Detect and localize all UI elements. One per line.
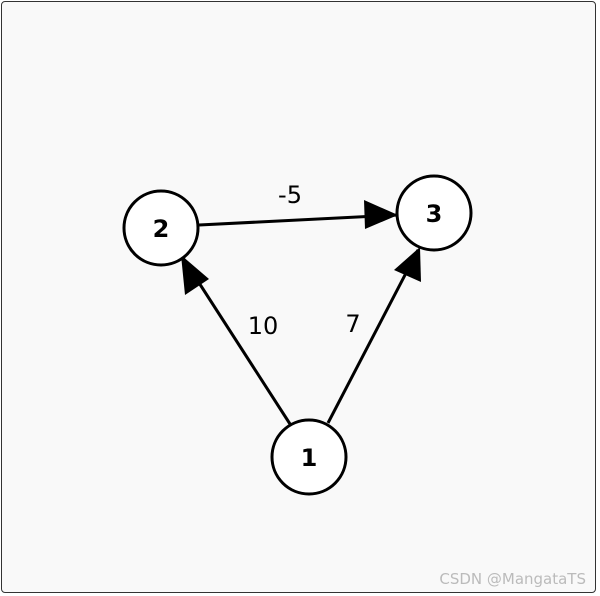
edge-2-to-3: -5 bbox=[198, 181, 399, 229]
node-1-circle bbox=[270, 418, 348, 496]
edge-1-to-2: 10 bbox=[181, 255, 292, 425]
node-3-circle bbox=[395, 174, 473, 252]
edge-2-to-3-arrowhead bbox=[364, 200, 398, 229]
node-2-circle bbox=[122, 189, 200, 267]
node-1-label: 1 bbox=[301, 444, 318, 472]
edge-1-to-2-weight: 10 bbox=[248, 312, 279, 340]
edge-1-to-3: 7 bbox=[326, 247, 421, 424]
node-3: 3 bbox=[395, 174, 473, 252]
edge-1-to-3-line bbox=[326, 249, 420, 424]
edge-1-to-3-weight: 7 bbox=[345, 310, 360, 338]
node-2-label: 2 bbox=[153, 215, 170, 243]
node-2: 2 bbox=[122, 189, 200, 267]
watermark: CSDN @MangataTS bbox=[439, 570, 586, 588]
edge-1-to-3-arrowhead bbox=[394, 247, 421, 282]
node-1: 1 bbox=[270, 418, 348, 496]
edge-1-to-2-arrowhead bbox=[181, 255, 209, 295]
node-3-label: 3 bbox=[426, 200, 443, 228]
edge-2-to-3-weight: -5 bbox=[278, 181, 302, 209]
edge-1-to-2-line bbox=[181, 257, 292, 425]
